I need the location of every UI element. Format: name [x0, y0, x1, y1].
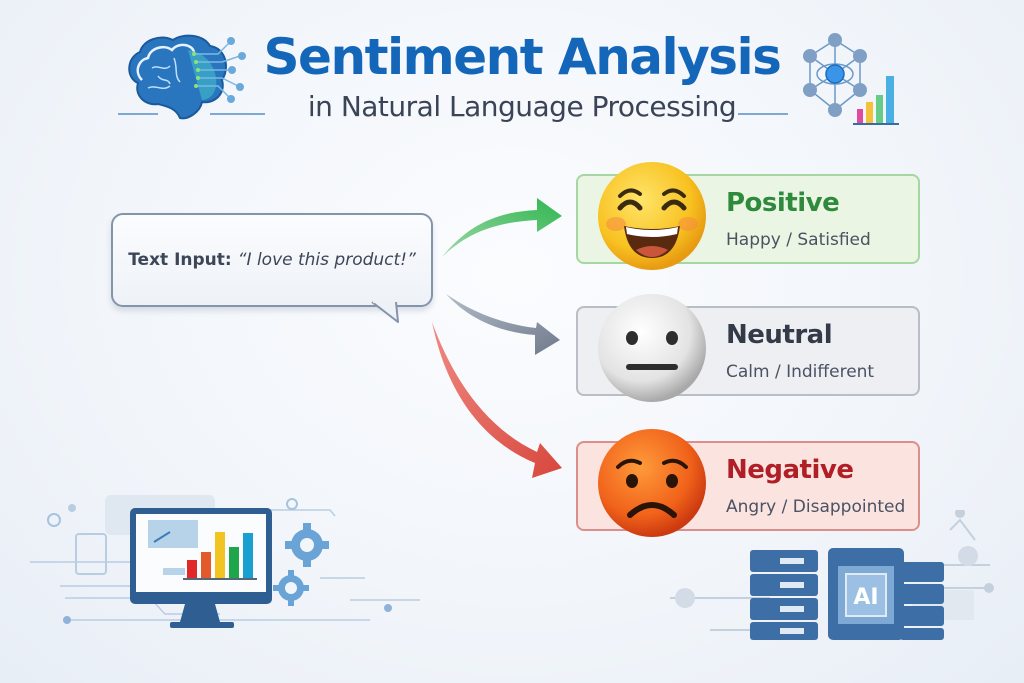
page-subtitle: in Natural Language Processing [307, 90, 737, 123]
neutral-face-icon [598, 294, 706, 402]
frowning-face-icon [598, 429, 706, 537]
speech-bubble-tail [371, 300, 399, 323]
sentiment-description: Happy / Satisfied [726, 230, 871, 250]
sentiment-description: Angry / Disappointed [726, 497, 906, 517]
sentiment-name: Positive [726, 188, 840, 218]
text-input-bubble: Text Input: “I love this product!” [111, 213, 433, 307]
sentiment-description: Calm / Indifferent [726, 362, 875, 382]
decor-line [118, 113, 158, 115]
monitor-bar-chart-icon [30, 495, 420, 628]
brain-circuit-icon [128, 34, 246, 120]
arrow-positive [442, 198, 562, 257]
sentiment-name: Negative [726, 455, 854, 485]
sentiment-card-negative: Negative Angry / Disappointed [576, 429, 920, 537]
arrow-negative [432, 322, 562, 478]
network-chart-icon [803, 33, 899, 125]
decor-line [738, 113, 788, 115]
input-label: Text Input: [128, 250, 232, 270]
ai-chip-label: AI [853, 585, 878, 610]
page-title: Sentiment Analysis [263, 28, 782, 86]
grinning-face-icon [598, 162, 706, 270]
sentiment-card-positive: Positive Happy / Satisfied [576, 162, 920, 270]
arrow-neutral [446, 294, 560, 355]
ai-chip-server-icon: AI [670, 510, 994, 640]
input-text: “I love this product!” [237, 250, 416, 270]
sentiment-name: Neutral [726, 320, 833, 350]
sentiment-card-neutral: Neutral Calm / Indifferent [576, 294, 920, 402]
decor-line [210, 113, 265, 115]
